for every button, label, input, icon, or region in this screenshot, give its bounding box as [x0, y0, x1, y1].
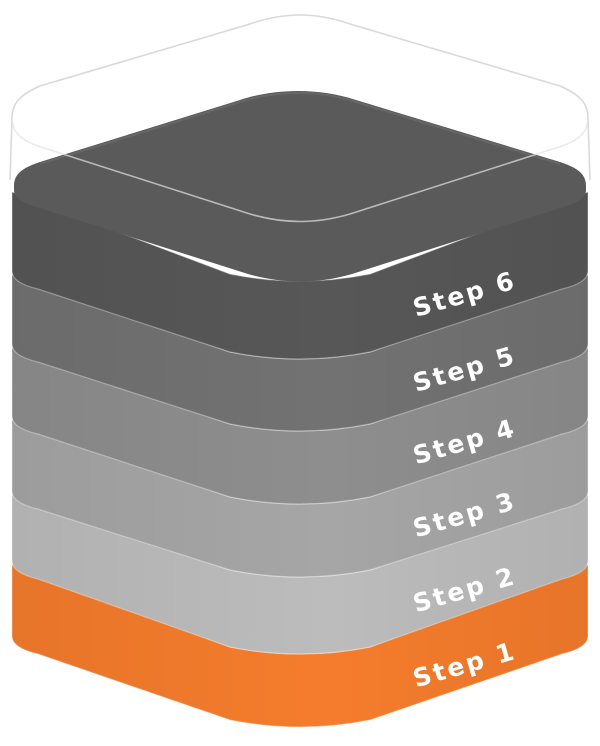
layer-step-6-shade: [12, 192, 588, 359]
layer-step-1-shade: [12, 565, 588, 727]
layer-step-2-shade: [12, 495, 588, 654]
stack-top-cap: [14, 91, 586, 282]
container-back-outline: [9, 14, 591, 181]
stack-top-cap-inner-edge: [39, 92, 561, 165]
layer-step-5-shade: [12, 275, 588, 431]
layer-step-4-shade: [12, 348, 588, 504]
container-front-outline: [11, 117, 589, 223]
layer-step-3-shade: [12, 420, 588, 577]
